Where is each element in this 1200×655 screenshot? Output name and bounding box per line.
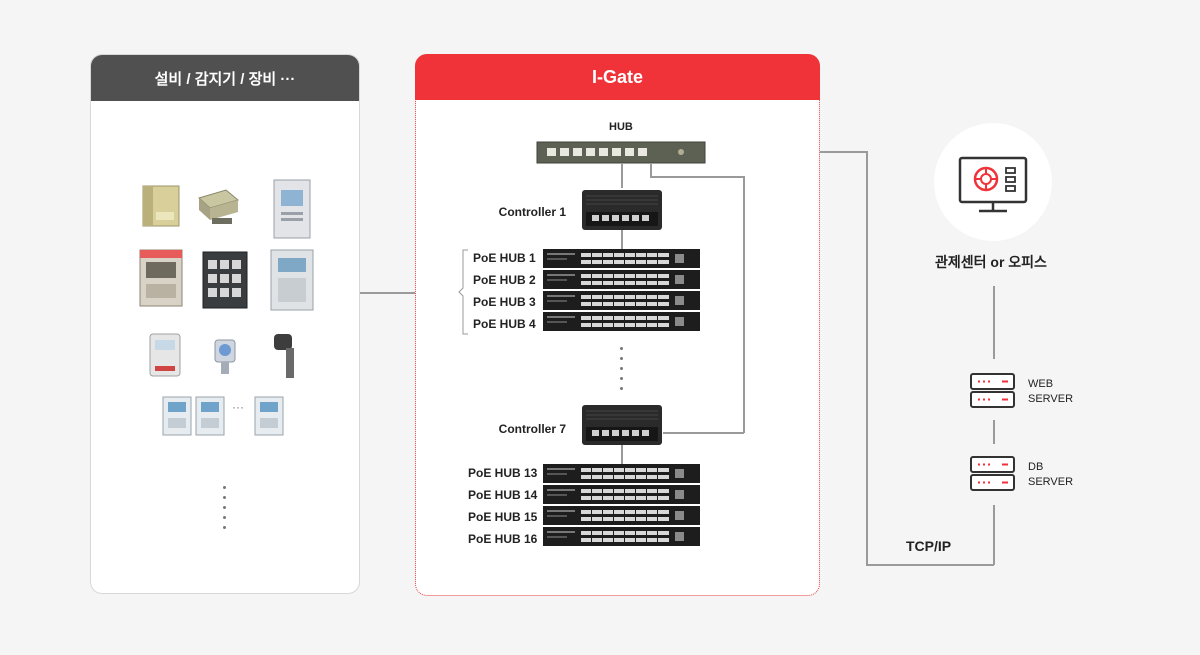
poe-switch-14-icon	[543, 485, 700, 504]
link-controller1-to-poe	[621, 230, 623, 250]
controller-1-device-icon	[582, 190, 662, 230]
web-server-icon	[970, 373, 1015, 408]
db-server-label-line1: DB	[1028, 461, 1044, 473]
web-server-label-line1: WEB	[1028, 378, 1054, 390]
devices-row-ellipsis: ···	[232, 400, 244, 414]
web-server-label-line2: SERVER	[1028, 393, 1074, 405]
controllers-more-dots	[620, 347, 623, 390]
poe-switch-stack-2	[543, 464, 700, 546]
link-devices-to-gate	[360, 292, 415, 294]
link-hub-to-controller7-b	[650, 176, 744, 178]
hub-label: HUB	[609, 121, 633, 133]
db-server-icon	[970, 456, 1015, 491]
controller-7-label: Controller 7	[498, 422, 566, 436]
devices-more-dots	[223, 486, 226, 529]
poe-switch-13-icon	[543, 464, 700, 483]
poe-switch-15-icon	[543, 506, 700, 525]
tcpip-label: TCP/IP	[906, 538, 952, 554]
link-hub-to-tcpip-v	[866, 151, 868, 565]
link-controller7-to-poe	[621, 445, 623, 465]
igate-panel-title: I-Gate	[415, 54, 820, 100]
poe-hub-3-label: PoE HUB 3	[473, 295, 536, 309]
link-web-to-monitor	[993, 286, 995, 359]
link-tcpip-bottom	[866, 564, 994, 566]
poe-hub-2-label: PoE HUB 2	[473, 273, 536, 287]
devices-panel-title: 설비 / 감지기 / 장비 ···	[91, 55, 359, 101]
poe-group1-bracket	[458, 249, 468, 335]
poe-hub-13-label: PoE HUB 13	[468, 466, 538, 480]
controller-7-device-icon	[582, 405, 662, 445]
link-tcpip-to-db	[993, 505, 995, 565]
poe-hub-16-label: PoE HUB 16	[468, 532, 538, 546]
link-hub-to-controller7-c	[743, 176, 745, 433]
poe-switch-16-icon	[543, 527, 700, 546]
db-server-label: DB SERVER	[1028, 460, 1073, 490]
link-hub-to-controller7-d	[663, 432, 744, 434]
link-hub-to-controller1	[621, 163, 623, 188]
poe-hub-14-label: PoE HUB 14	[468, 488, 538, 502]
poe-hub-15-label: PoE HUB 15	[468, 510, 538, 524]
controller-1-label: Controller 1	[498, 205, 566, 219]
poe-switch-3-icon	[543, 291, 700, 310]
poe-switch-2-icon	[543, 270, 700, 289]
poe-switch-1-icon	[543, 249, 700, 268]
monitor-label: 관제센터 or 오피스	[935, 254, 1047, 270]
db-server-label-line2: SERVER	[1028, 476, 1074, 488]
link-db-to-web	[993, 420, 995, 444]
poe-hub-1-label: PoE HUB 1	[473, 251, 536, 265]
poe-switch-stack-1	[543, 249, 700, 331]
poe-hub-4-label: PoE HUB 4	[473, 317, 536, 331]
web-server-label: WEB SERVER	[1028, 377, 1073, 407]
link-hub-to-controller7-a	[650, 163, 652, 176]
poe-switch-4-icon	[543, 312, 700, 331]
devices-panel: 설비 / 감지기 / 장비 ···	[90, 54, 360, 594]
monitor-icon	[934, 123, 1052, 241]
hub-device-icon	[536, 141, 706, 164]
